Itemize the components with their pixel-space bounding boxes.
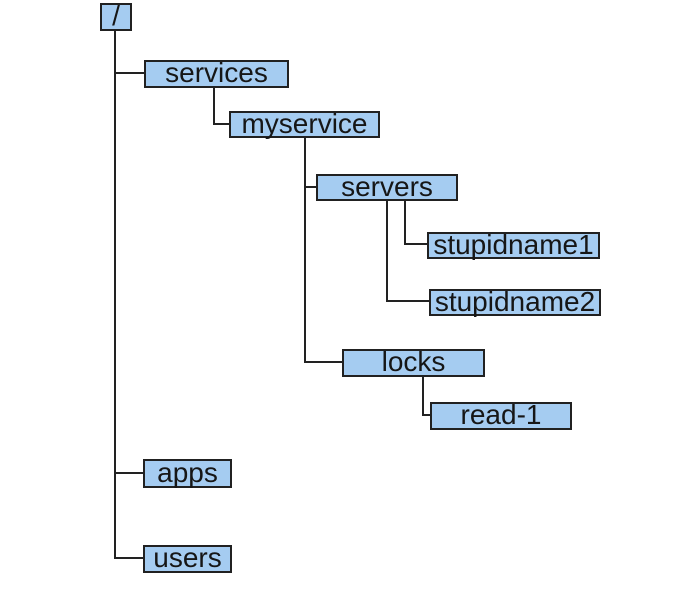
- tree-node-stupidname2: stupidname2: [429, 285, 601, 317]
- tree-node-services-label: services: [165, 57, 268, 88]
- tree-node-servers-label: servers: [341, 170, 433, 202]
- tree-node-locks: locks: [342, 346, 485, 377]
- connector-elbow-read-1: [422, 414, 430, 416]
- tree-node-apps: apps: [143, 456, 232, 488]
- tree-node-myservice: myservice: [229, 107, 380, 139]
- connector-elbow-users: [114, 557, 143, 559]
- connector-elbow-stupidname2: [386, 300, 429, 302]
- connector-myservice-trunk: [304, 138, 306, 363]
- tree-node-stupidname1: stupidname1: [427, 228, 600, 260]
- tree-node-services: services: [144, 57, 289, 88]
- connector-elbow-stupidname1: [404, 243, 427, 245]
- tree-node-myservice-label: myservice: [241, 107, 368, 139]
- connector-locks-drop: [422, 377, 424, 416]
- tree-node-stupidname2-label: stupidname2: [434, 285, 596, 317]
- tree-node-read-1: read-1: [430, 399, 572, 430]
- connector-servers-drop-1: [404, 201, 406, 245]
- tree-node-users-label: users: [153, 542, 222, 573]
- tree-node-stupidname1-label: stupidname1: [433, 228, 594, 260]
- tree-node-root-label: /: [112, 0, 120, 31]
- connector-root-trunk: [114, 31, 116, 559]
- tree-node-apps-label: apps: [157, 456, 218, 488]
- connector-elbow-myservice: [213, 123, 229, 125]
- connector-elbow-services: [114, 72, 144, 74]
- connector-elbow-apps: [114, 472, 143, 474]
- connector-elbow-servers: [304, 186, 316, 188]
- connector-services-drop: [213, 88, 215, 125]
- connector-elbow-locks: [304, 361, 342, 363]
- tree-node-locks-label: locks: [381, 346, 446, 377]
- tree-node-read-1-label: read-1: [460, 399, 542, 430]
- tree-node-users: users: [143, 542, 232, 573]
- connector-servers-drop-2: [386, 201, 388, 302]
- tree-node-servers: servers: [316, 170, 458, 202]
- tree-node-root: /: [100, 0, 132, 31]
